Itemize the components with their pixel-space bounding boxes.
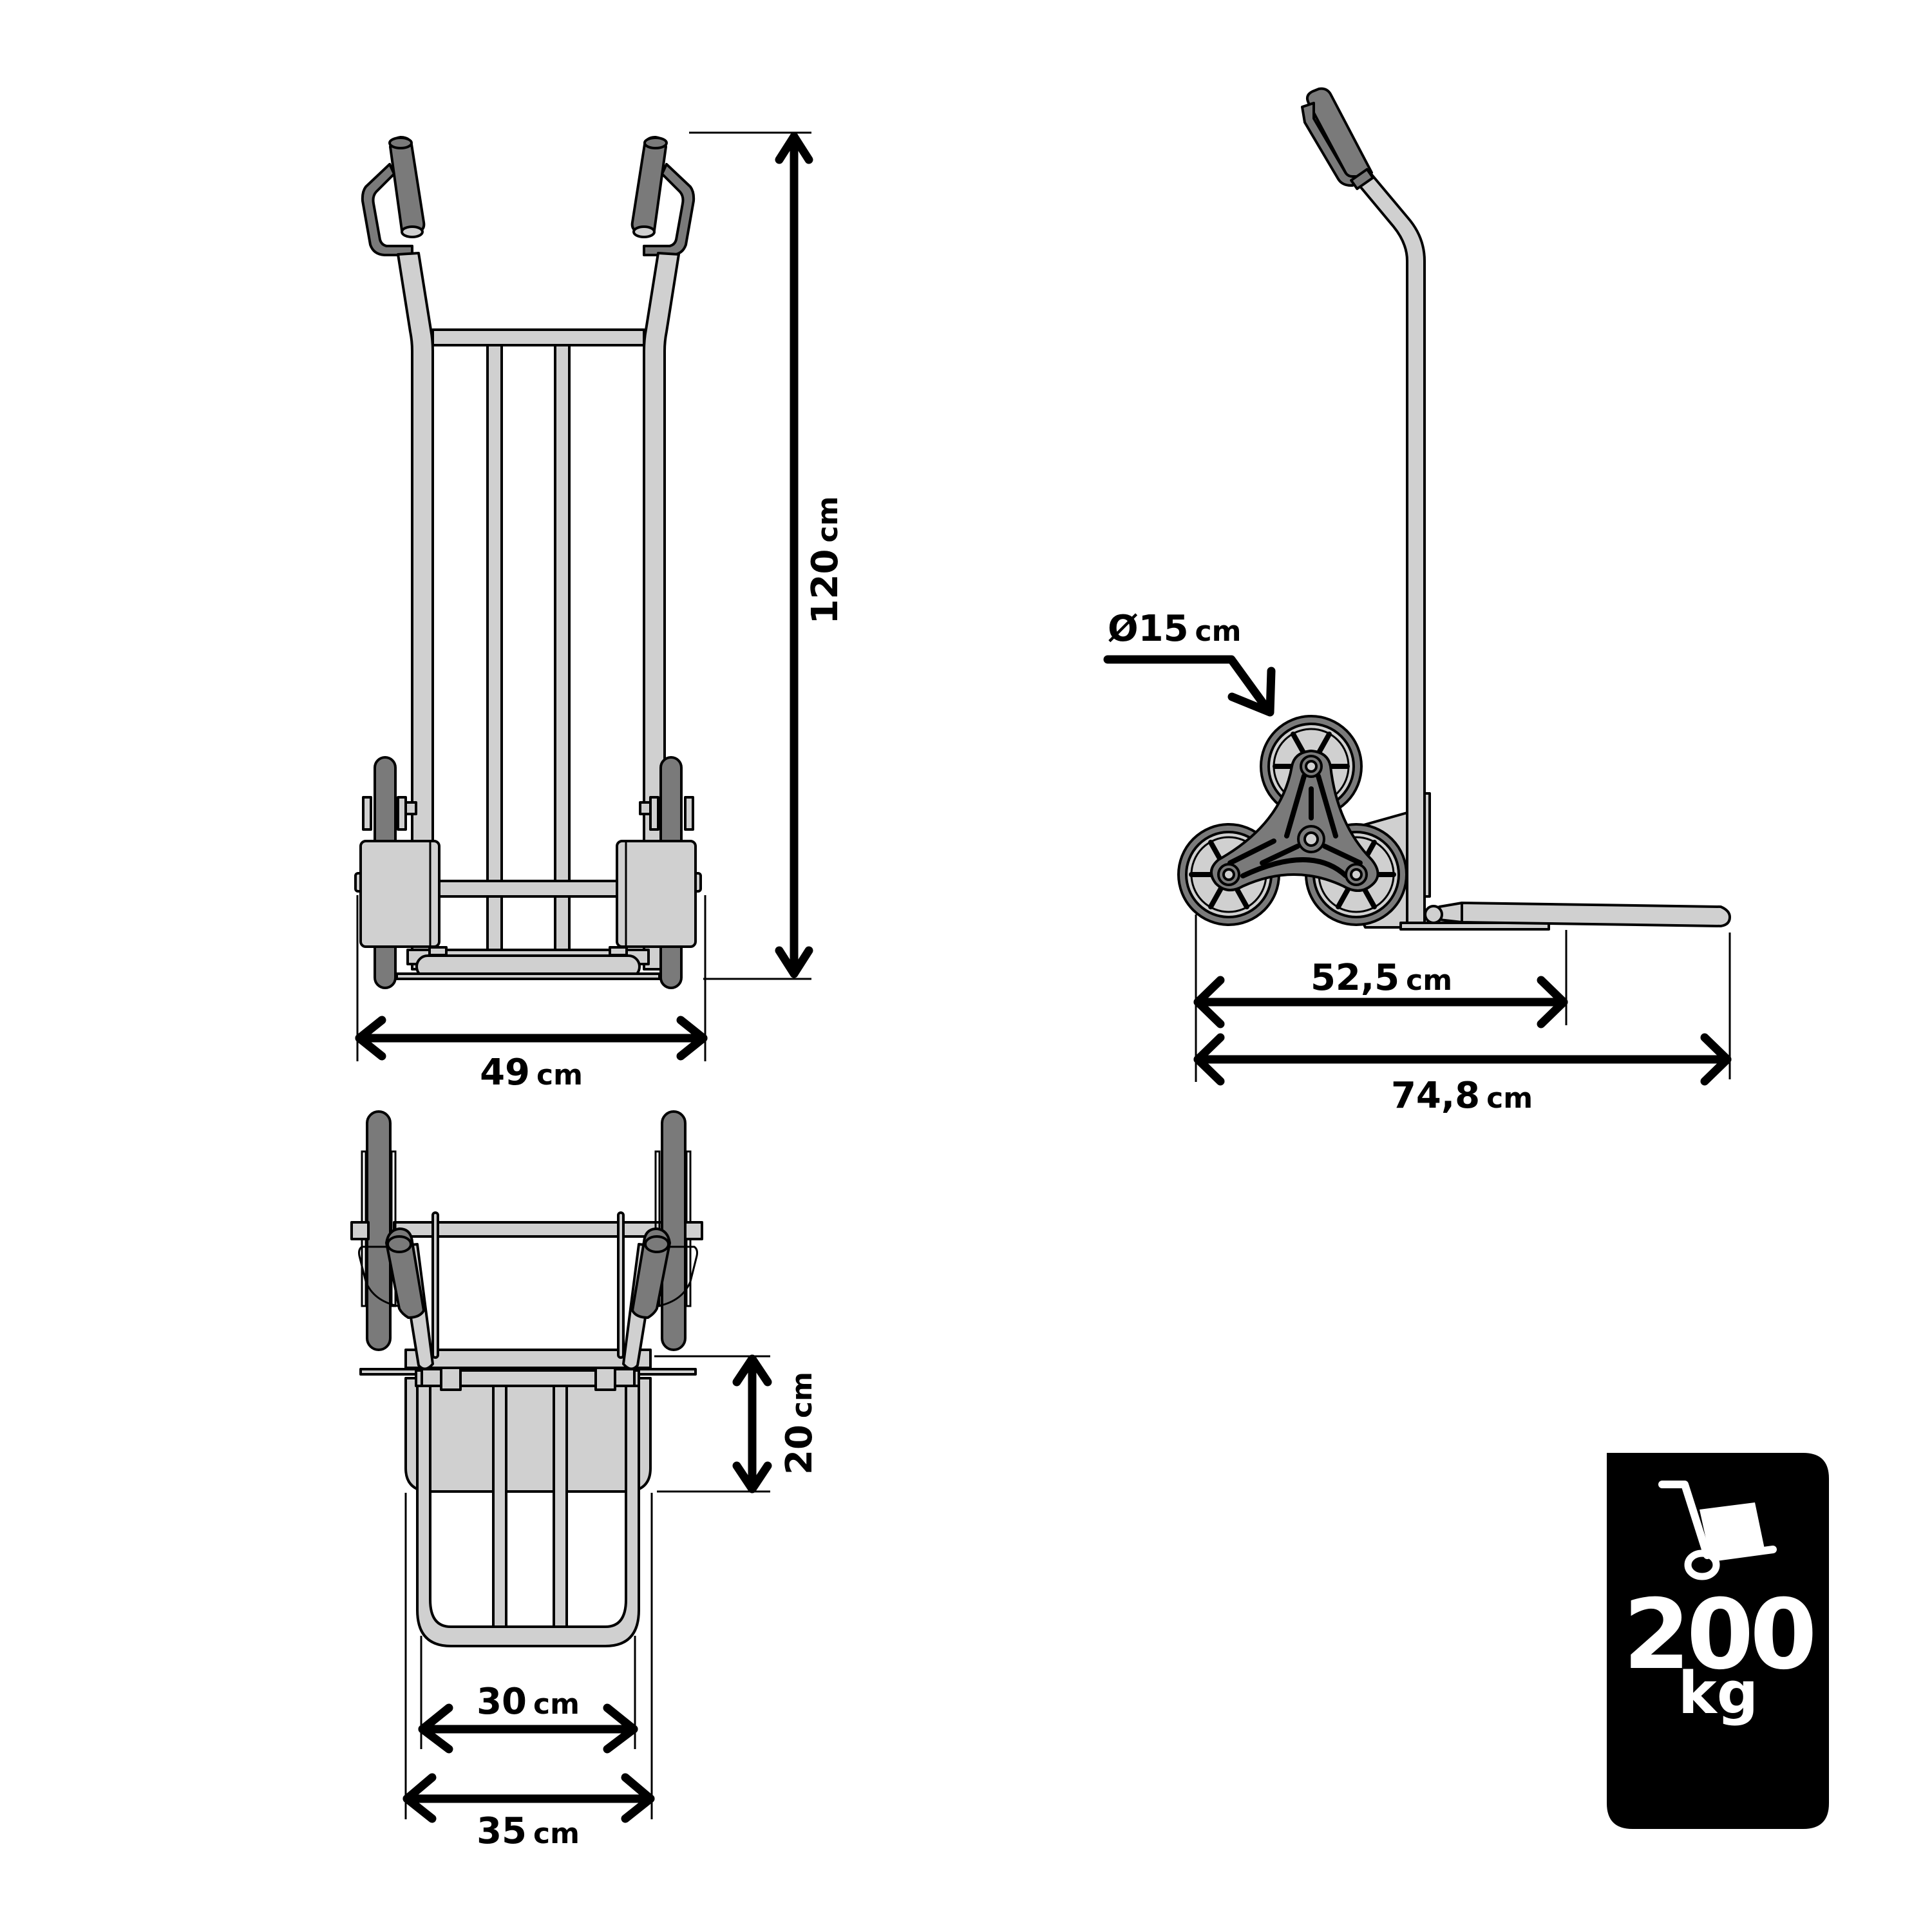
toe-plate-clip-left: [428, 946, 448, 956]
capacity-badge: 200 kg: [1607, 1453, 1829, 1829]
top-left-axle-stub: [350, 1221, 370, 1240]
upright-rail: [1354, 169, 1426, 929]
top-crossbar: [431, 328, 645, 346]
top-upright-right: [617, 1211, 625, 1359]
right-grip-collar: [632, 225, 656, 238]
top-right-loop: [658, 1245, 698, 1307]
height-dimension-arrow: [775, 132, 813, 978]
plate-depth-label: 20cm: [779, 1372, 820, 1475]
side-handle-grip-icon: [1306, 87, 1373, 187]
right-wheel-housing: [616, 840, 697, 948]
top-plate: [404, 1377, 652, 1493]
leader-arrowhead: [1227, 667, 1276, 717]
hand-truck-icon: [1658, 1481, 1777, 1580]
top-clip-1: [421, 1368, 442, 1387]
center-slat-right: [554, 344, 571, 965]
capacity-unit: kg: [1678, 1660, 1758, 1727]
top-left-wheel-icon: [366, 1110, 392, 1351]
left-wheel-housing: [359, 840, 440, 948]
left-bracket-outer: [362, 796, 372, 831]
capacity-value: 200: [1623, 1579, 1813, 1691]
top-back-rail: [404, 1349, 652, 1369]
right-grip-icon: [630, 136, 667, 234]
right-handle-loop-icon: [643, 163, 696, 256]
plate-depth-dimension-arrow: [732, 1354, 772, 1493]
height-label: 120cm: [804, 497, 846, 625]
nose-plate: [1461, 902, 1731, 927]
outer-width-dimension-arrow: [402, 1773, 655, 1823]
top-right-axle-stub: [684, 1221, 703, 1240]
top-upright-left: [431, 1211, 439, 1359]
top-left-loop: [358, 1245, 399, 1307]
tri-star-wheel-assembly-icon: [1177, 715, 1408, 926]
top-slat-right: [553, 1377, 568, 1628]
lower-crossbar: [431, 880, 645, 898]
toe-plate-base: [395, 972, 661, 980]
left-grip-collar: [401, 225, 424, 238]
width-dimension-arrow: [355, 1016, 708, 1061]
top-slat-left: [492, 1377, 507, 1628]
left-grip-cap: [388, 137, 413, 149]
total-depth-dimension-arrow: [1193, 1033, 1732, 1086]
wheel-diameter-leader-arrow: [1103, 655, 1273, 715]
toe-plate-clip-right: [609, 946, 628, 956]
left-grip-icon: [389, 136, 426, 234]
nose-plate-pivot: [1424, 905, 1443, 924]
inner-width-dimension-arrow: [418, 1703, 638, 1754]
top-right-wheel-icon: [661, 1110, 687, 1351]
center-slat-left: [486, 344, 503, 965]
right-grip-cap: [643, 137, 668, 149]
left-bolt: [404, 801, 417, 815]
wheelbase-dimension-arrow: [1193, 976, 1568, 1028]
top-clip-3: [594, 1364, 616, 1391]
right-bolt: [639, 801, 652, 815]
top-clip-4: [614, 1368, 636, 1387]
right-bracket-outer: [684, 796, 694, 831]
left-handle-loop-icon: [361, 163, 413, 256]
side-handle-collar: [1350, 167, 1374, 191]
